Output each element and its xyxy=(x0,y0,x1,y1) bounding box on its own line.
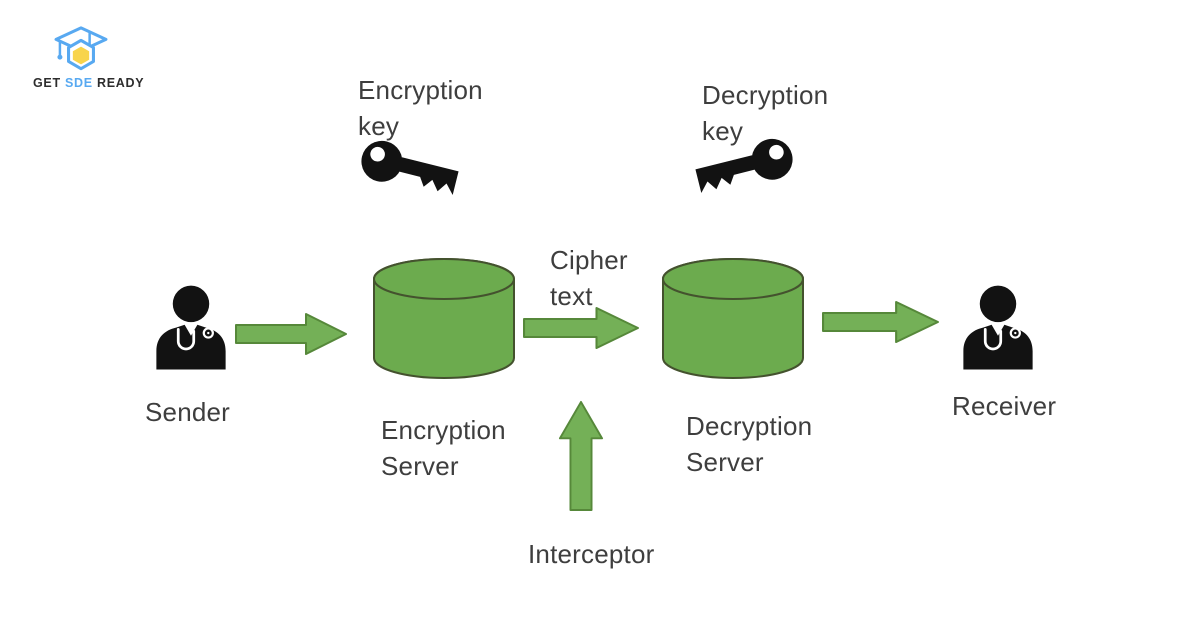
logo-word-ready: READY xyxy=(96,76,145,90)
decryption-server-cylinder xyxy=(660,256,806,382)
graduation-cap-icon xyxy=(50,26,112,72)
logo-word-get: GET xyxy=(33,76,61,90)
logo-wordmark: GET SDE READY xyxy=(33,76,144,90)
interceptor-label: Interceptor xyxy=(528,539,655,569)
arrow-decryption-to-receiver xyxy=(822,300,940,344)
arrow-sender-to-encryption xyxy=(235,312,348,356)
sender-label: Sender xyxy=(145,397,231,427)
decryption-server-label: Decryption Server xyxy=(686,411,813,477)
decryption-key-label: Decryption key xyxy=(702,80,829,146)
encryption-key-label: Encryption key xyxy=(358,75,483,141)
encryption-server-cylinder xyxy=(371,256,517,382)
encryption-server-label: Encryption Server xyxy=(381,415,506,481)
person-icon xyxy=(150,284,232,372)
arrow-cipher-text xyxy=(523,306,640,350)
person-icon xyxy=(957,284,1039,372)
receiver-label: Receiver xyxy=(952,391,1057,421)
key-icon xyxy=(358,136,468,208)
cipher-text-label: Cipher text xyxy=(550,245,628,311)
key-mirrored-icon xyxy=(686,134,796,206)
up-arrow-icon xyxy=(558,400,604,512)
logo-word-sde: SDE xyxy=(64,76,93,90)
